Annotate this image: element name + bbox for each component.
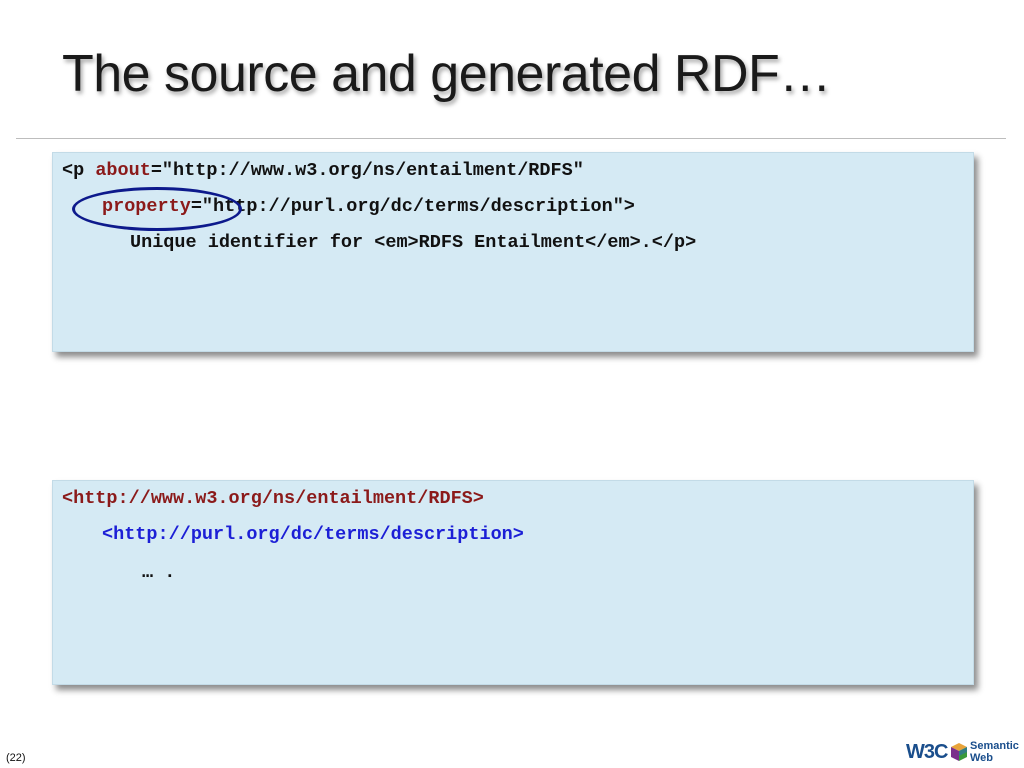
semantic-web-line2: Web [970, 752, 994, 764]
rdf-subject: <http://www.w3.org/ns/entailment/RDFS> [62, 488, 484, 509]
rdf-output-box [52, 480, 974, 685]
rdf-object: … . [142, 562, 176, 583]
page-number: (22) [6, 752, 26, 764]
source-line-1: <p about="http://www.w3.org/ns/entailmen… [62, 160, 584, 182]
property-value: ="http://purl.org/dc/terms/description"> [190, 196, 635, 217]
source-line-3: Unique identifier for <em>RDFS Entailmen… [130, 232, 697, 253]
about-value: ="http://www.w3.org/ns/entailment/RDFS" [150, 160, 584, 181]
source-code-box [52, 152, 974, 352]
title-divider [16, 138, 1006, 139]
property-highlight-ellipse [72, 187, 242, 231]
p-tag-open: <p [62, 160, 96, 181]
slide-title: The source and generated RDF… [62, 45, 831, 103]
semantic-web-cube-icon [951, 743, 967, 761]
about-attribute: about [95, 160, 151, 181]
semantic-web-line1: Semantic [970, 740, 1019, 752]
w3c-semantic-web-logo: W3C Semantic Web [906, 740, 1022, 766]
w3c-logo-text: W3C [906, 741, 948, 763]
rdf-predicate: <http://purl.org/dc/terms/description> [102, 524, 524, 545]
semantic-web-label: Semantic Web [970, 740, 1019, 764]
